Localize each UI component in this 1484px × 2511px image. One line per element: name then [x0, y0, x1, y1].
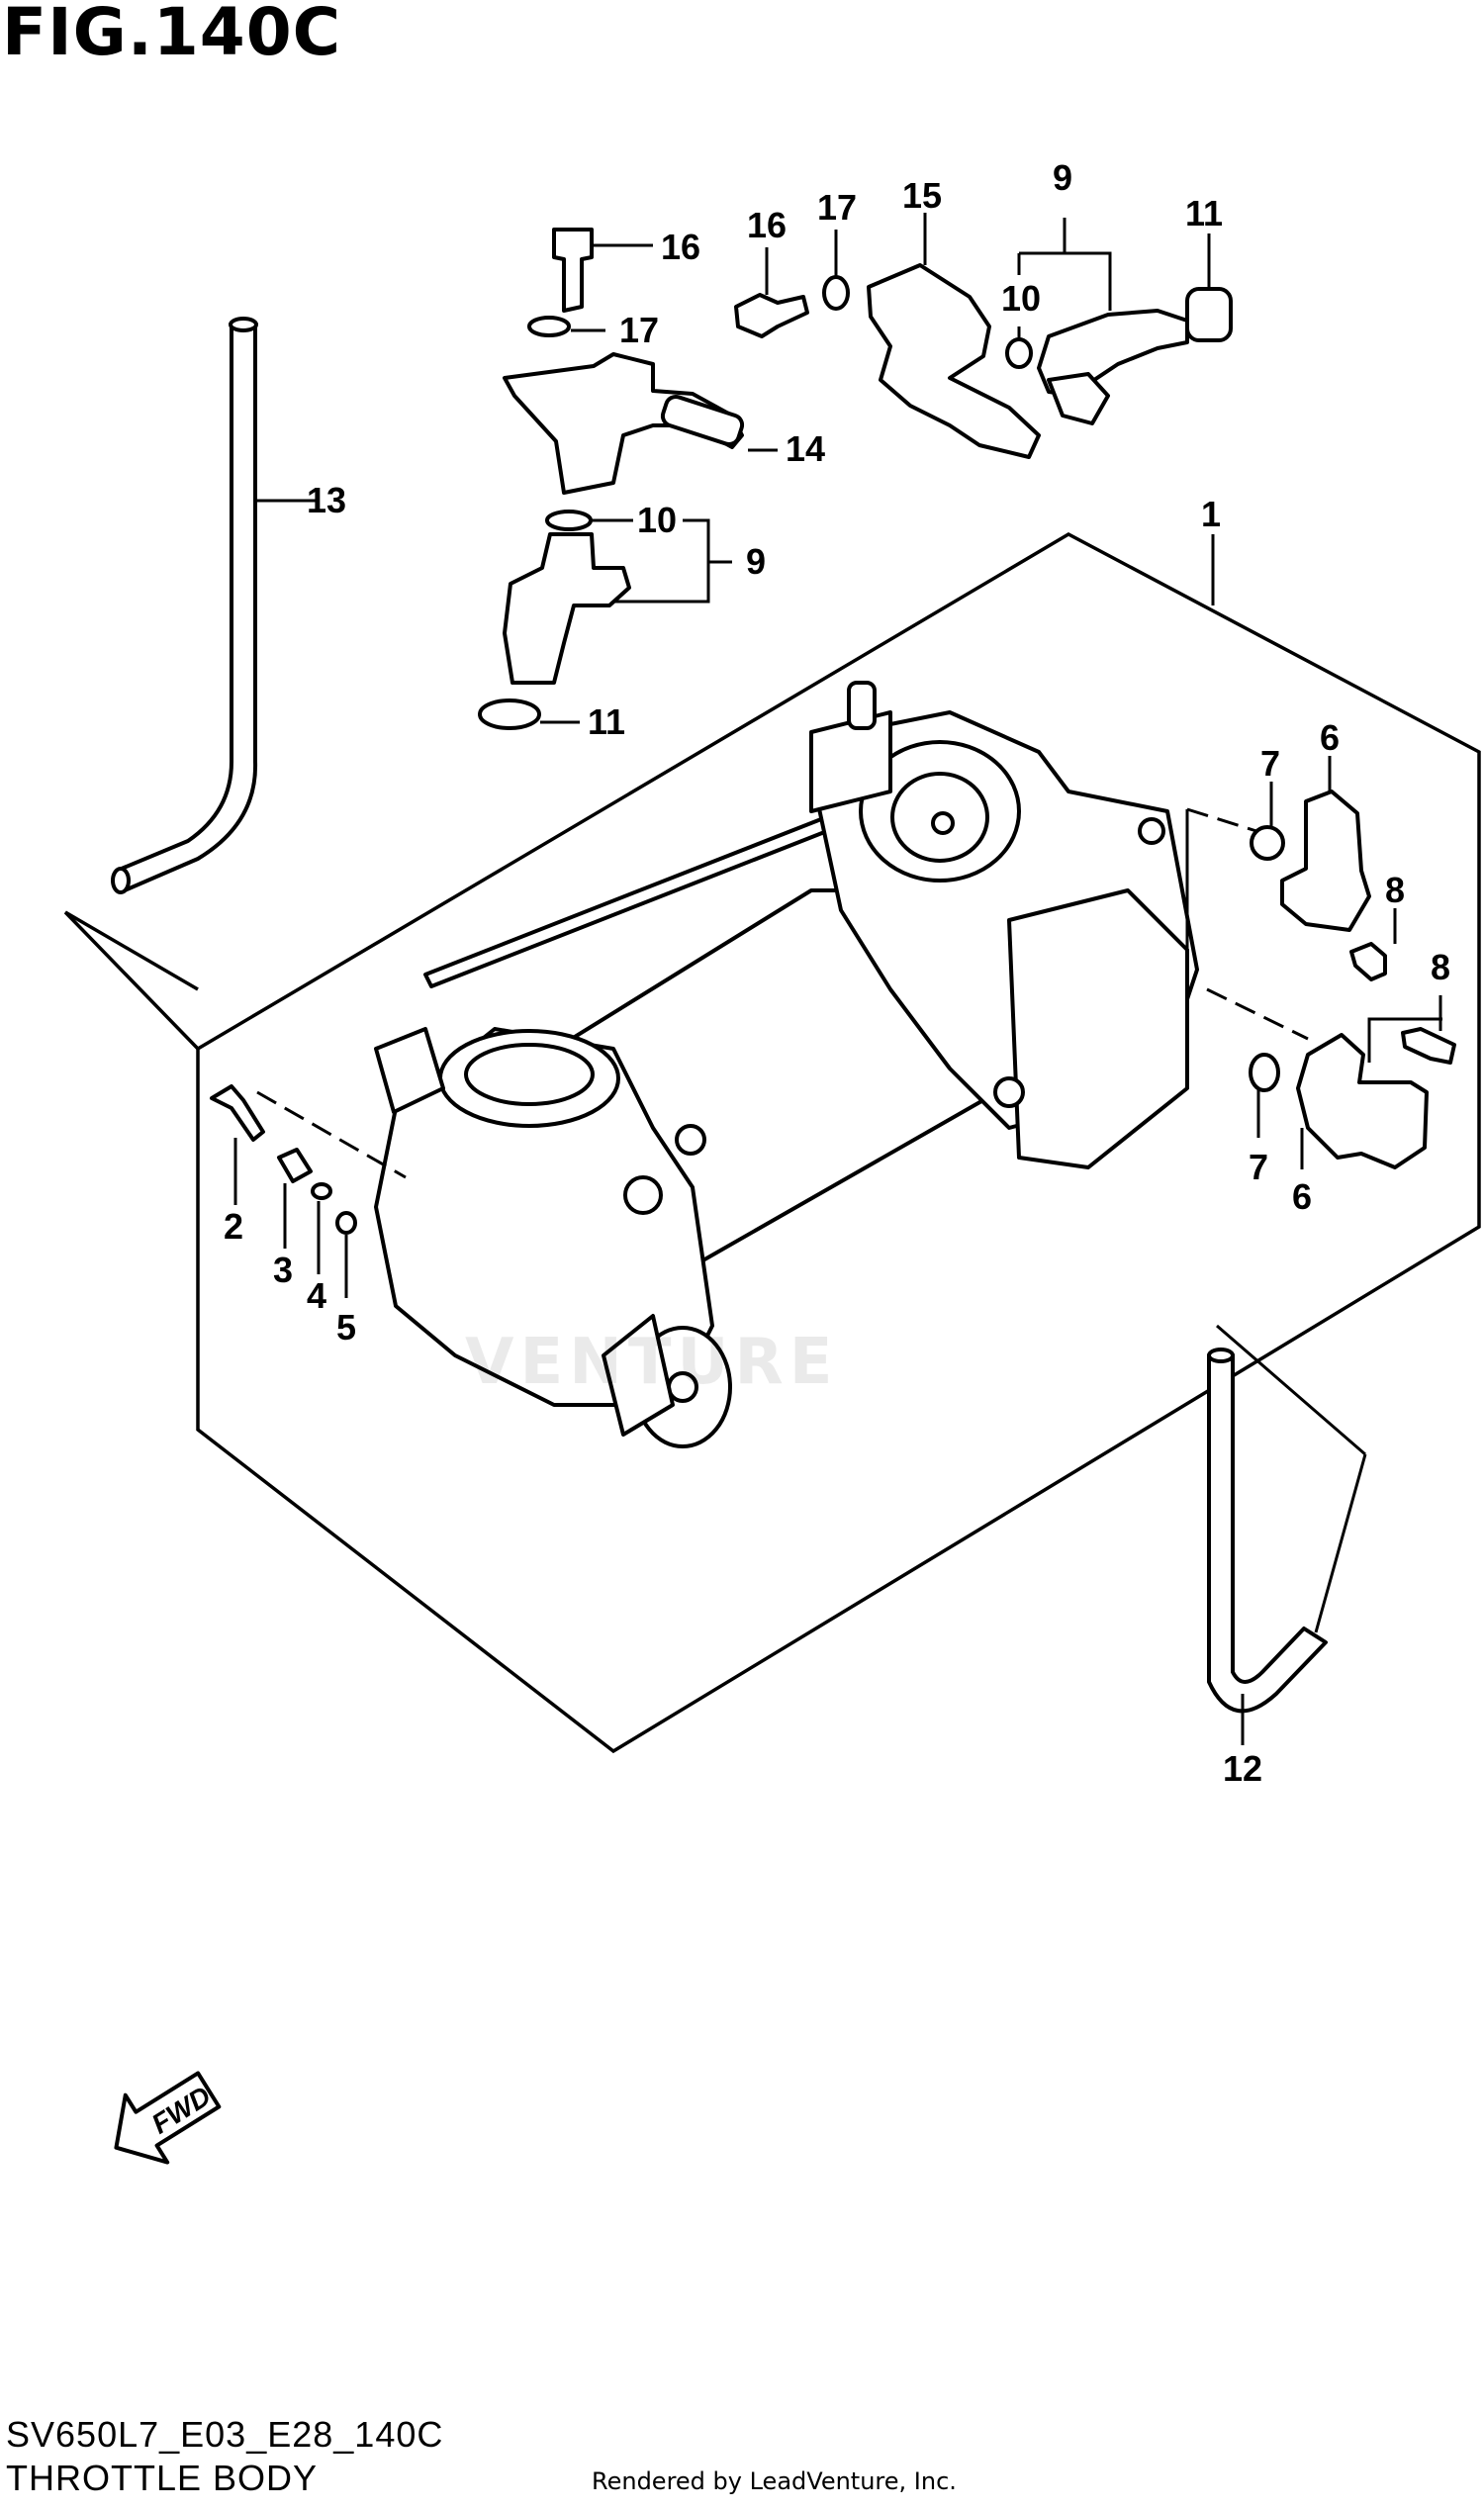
hose-13-end-b	[111, 867, 131, 894]
callout-16-right: 16	[747, 205, 787, 245]
o-ring-10-right	[1005, 337, 1033, 369]
hose-13	[115, 323, 258, 892]
callout-15: 15	[902, 175, 942, 216]
injector-9-right-plug	[1047, 372, 1110, 425]
o-ring-5	[335, 1211, 357, 1235]
callout-6-lower: 6	[1292, 1176, 1312, 1217]
o-ring-10-left	[545, 510, 593, 531]
callout-3: 3	[273, 1250, 293, 1290]
o-ring-7-upper	[1250, 825, 1285, 861]
callout-13: 13	[307, 480, 346, 520]
hose-12-end	[1207, 1348, 1235, 1363]
hose-13-end	[229, 317, 258, 332]
callout-11-right: 11	[1185, 193, 1223, 233]
callout-8-upper: 8	[1385, 870, 1405, 910]
render-credit: Rendered by LeadVenture, Inc.	[592, 2467, 957, 2495]
washer-17-right	[822, 275, 850, 311]
fuel-pipe-14-outlet	[660, 394, 745, 447]
assembly-leader-12b	[1314, 1453, 1367, 1633]
leader-9-right	[1019, 251, 1112, 311]
dash-upper	[1186, 807, 1257, 833]
callout-16-left: 16	[661, 227, 700, 267]
tps-housing	[1007, 888, 1189, 1169]
leader-8-lower	[1367, 1017, 1442, 1063]
seal-11-right	[1185, 287, 1233, 342]
front-spring-b	[602, 1314, 675, 1437]
front-spring	[374, 1027, 445, 1114]
callout-10-right: 10	[1001, 278, 1041, 319]
dash-lower	[1206, 987, 1309, 1041]
callout-14: 14	[786, 428, 825, 469]
sensor-6-upper	[1280, 790, 1371, 932]
callout-9-left: 9	[746, 541, 766, 582]
figure-code: SV650L7_E03_E28_140C	[6, 2414, 444, 2455]
washer-4	[311, 1182, 332, 1200]
callout-7-upper: 7	[1260, 743, 1280, 784]
bolt-b	[623, 1175, 663, 1215]
assembly-outline-top	[63, 910, 200, 1051]
screw-16-left	[552, 228, 594, 313]
figure-name: THROTTLE BODY	[6, 2458, 319, 2498]
throttle-body-assembly	[374, 681, 1199, 1448]
callout-2: 2	[224, 1206, 243, 1247]
dash-front	[256, 1090, 407, 1179]
sensor-6-lower	[1296, 1033, 1429, 1169]
screw-2	[210, 1084, 265, 1142]
figure-title: FIG.140C	[2, 0, 342, 70]
callout-1: 1	[1201, 494, 1221, 534]
fwd-arrow: FWD	[114, 2071, 222, 2165]
callout-17-left: 17	[619, 310, 659, 350]
callout-4: 4	[307, 1275, 326, 1316]
injector-9-left	[503, 532, 631, 685]
callout-17-right: 17	[817, 187, 857, 228]
rear-throat-shaft	[931, 811, 955, 835]
bolt-a	[675, 1124, 706, 1156]
spring-3	[277, 1148, 313, 1183]
callout-5: 5	[336, 1307, 356, 1348]
screw-8-lower	[1401, 1027, 1456, 1065]
callout-12: 12	[1223, 1748, 1262, 1789]
callout-10-left: 10	[637, 500, 677, 540]
o-ring-7-lower	[1249, 1053, 1280, 1092]
bolt-c	[993, 1076, 1025, 1108]
screw-16-right	[734, 293, 809, 338]
rear-nipple	[847, 681, 877, 730]
front-throat-inner	[464, 1043, 595, 1106]
watermark: VENTURE	[465, 1326, 839, 1399]
callout-11-left: 11	[588, 701, 625, 742]
bolt-d	[1138, 817, 1165, 845]
assembly-outline	[196, 531, 1481, 1754]
washer-17-left	[527, 316, 571, 337]
fuel-pipe-14	[503, 352, 744, 495]
seal-11-left	[478, 698, 541, 730]
callout-9-right: 9	[1053, 157, 1072, 198]
screw-8-upper	[1349, 942, 1387, 981]
callout-8-lower: 8	[1431, 947, 1450, 987]
assembly-leader-12	[1216, 1324, 1366, 1456]
callout-6-upper: 6	[1320, 717, 1340, 758]
hose-12	[1207, 1353, 1328, 1714]
fuel-pipe-15	[867, 263, 1041, 459]
assembly-outline-left	[64, 910, 199, 991]
callout-7-lower: 7	[1249, 1147, 1268, 1187]
